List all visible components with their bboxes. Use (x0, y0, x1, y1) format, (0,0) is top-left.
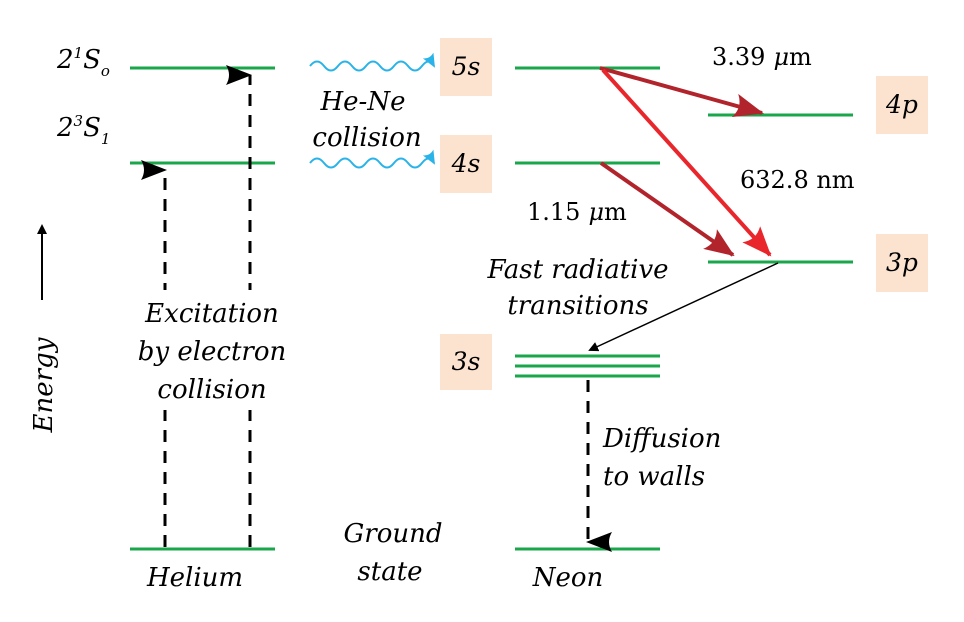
collision-wave-5s (309, 52, 435, 72)
excitation-line2: by electron (138, 337, 287, 367)
diffusion-line1: Diffusion (602, 424, 721, 454)
svg-text:3p: 3p (886, 248, 918, 277)
level-label-4s: 4s (440, 135, 492, 193)
fast-radiative-line1: Fast radiative (486, 255, 668, 285)
helium-state-23s1-label: 23S1 (56, 112, 110, 148)
level-label-3p: 3p (876, 234, 928, 292)
svg-text:4p: 4p (885, 90, 918, 119)
svg-text:4s: 4s (451, 149, 481, 178)
collision-line2: collision (312, 123, 421, 153)
helium-state-21s0-label: 21So (56, 44, 110, 80)
collision-line1: He-Ne (320, 87, 406, 117)
level-label-4p: 4p (876, 76, 928, 134)
fast-radiative-line2: transitions (507, 291, 648, 321)
ground-state-line2: state (357, 557, 422, 587)
transition-6328nm-arrow (601, 68, 772, 257)
helium-label: Helium (146, 563, 243, 593)
fast-radiative-arrow (588, 262, 779, 352)
excitation-line3: collision (157, 375, 266, 405)
svg-text:5s: 5s (452, 52, 481, 81)
excitation-text-bg (128, 290, 298, 410)
excitation-line1: Excitation (144, 299, 279, 329)
collision-wave-4s (309, 149, 435, 169)
neon-label: Neon (532, 563, 604, 593)
svg-text:3s: 3s (452, 347, 481, 376)
ground-state-line1: Ground (344, 519, 443, 549)
transition-3390nm-arrow (599, 66, 764, 118)
level-label-5s: 5s (440, 38, 492, 96)
level-label-3s: 3s (440, 334, 492, 390)
diffusion-line2: to walls (603, 462, 705, 492)
energy-axis-label: Energy (29, 337, 59, 433)
wavelength-6328-label: 632.8 nm (740, 166, 855, 194)
transition-1150nm-arrow (599, 161, 735, 257)
